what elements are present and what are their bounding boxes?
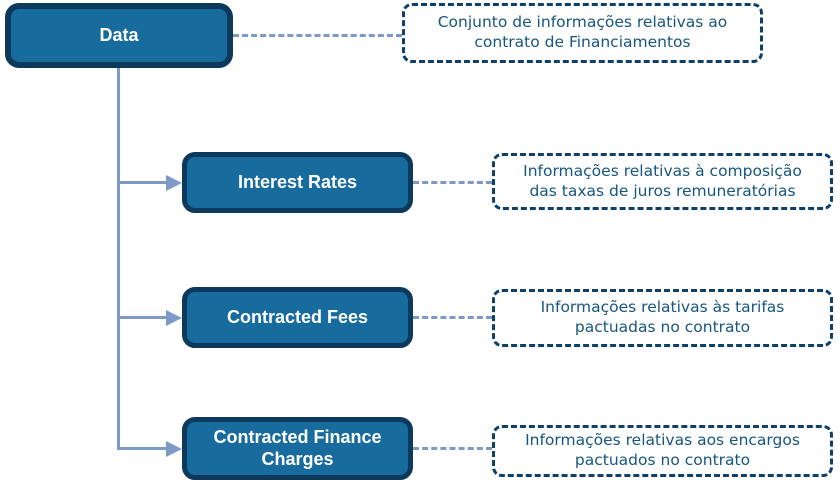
note-contracted-finance-charges-line2: pactuados no contrato [574,451,751,469]
dashed-connector-interest-rates-note [413,181,492,184]
node-interest-rates-label: Interest Rates [237,171,358,192]
node-data-label: Data [99,24,139,45]
arrow-right-icon [166,440,182,457]
node-contracted-fees: Contracted Fees [182,287,413,348]
dashed-connector-contracted-finance-charges-note [413,447,492,450]
dashed-connector-contracted-fees-note [413,316,492,319]
note-data: Conjunto de informações relativas ao con… [402,3,763,63]
arrow-right-icon [166,174,182,191]
note-interest-rates: Informações relativas à composição das t… [492,153,833,210]
connector-branch-contracted-finance-charges [117,447,167,450]
note-contracted-fees-line2: pactuadas no contrato [574,318,751,336]
note-data-line1: Conjunto de informações relativas ao [437,13,728,32]
note-interest-rates-line2: das taxas de juros remuneratórias [529,181,796,200]
note-interest-rates-line1: Informações relativas à composição [523,161,802,180]
connector-branch-interest-rates [117,181,167,184]
note-contracted-finance-charges-line1: Informações relativas aos encargos [525,431,800,450]
node-contracted-fees-label: Contracted Fees [226,306,369,327]
node-contracted-finance-charges-label: Contracted Finance Charges [213,426,382,469]
arrow-right-icon [166,309,182,326]
connector-trunk-line [117,68,120,449]
node-interest-rates: Interest Rates [182,152,413,213]
connector-branch-contracted-fees [117,316,167,319]
note-data-line2: contrato de Financiamentos [474,33,691,51]
note-contracted-fees: Informações relativas às tarifas pactuad… [492,289,833,347]
note-contracted-fees-line1: Informações relativas às tarifas [540,298,785,317]
node-contracted-finance-charges: Contracted Finance Charges [182,417,413,480]
node-data: Data [5,3,233,68]
note-contracted-finance-charges: Informações relativas aos encargos pactu… [492,425,833,477]
dashed-connector-data-note [233,34,402,37]
